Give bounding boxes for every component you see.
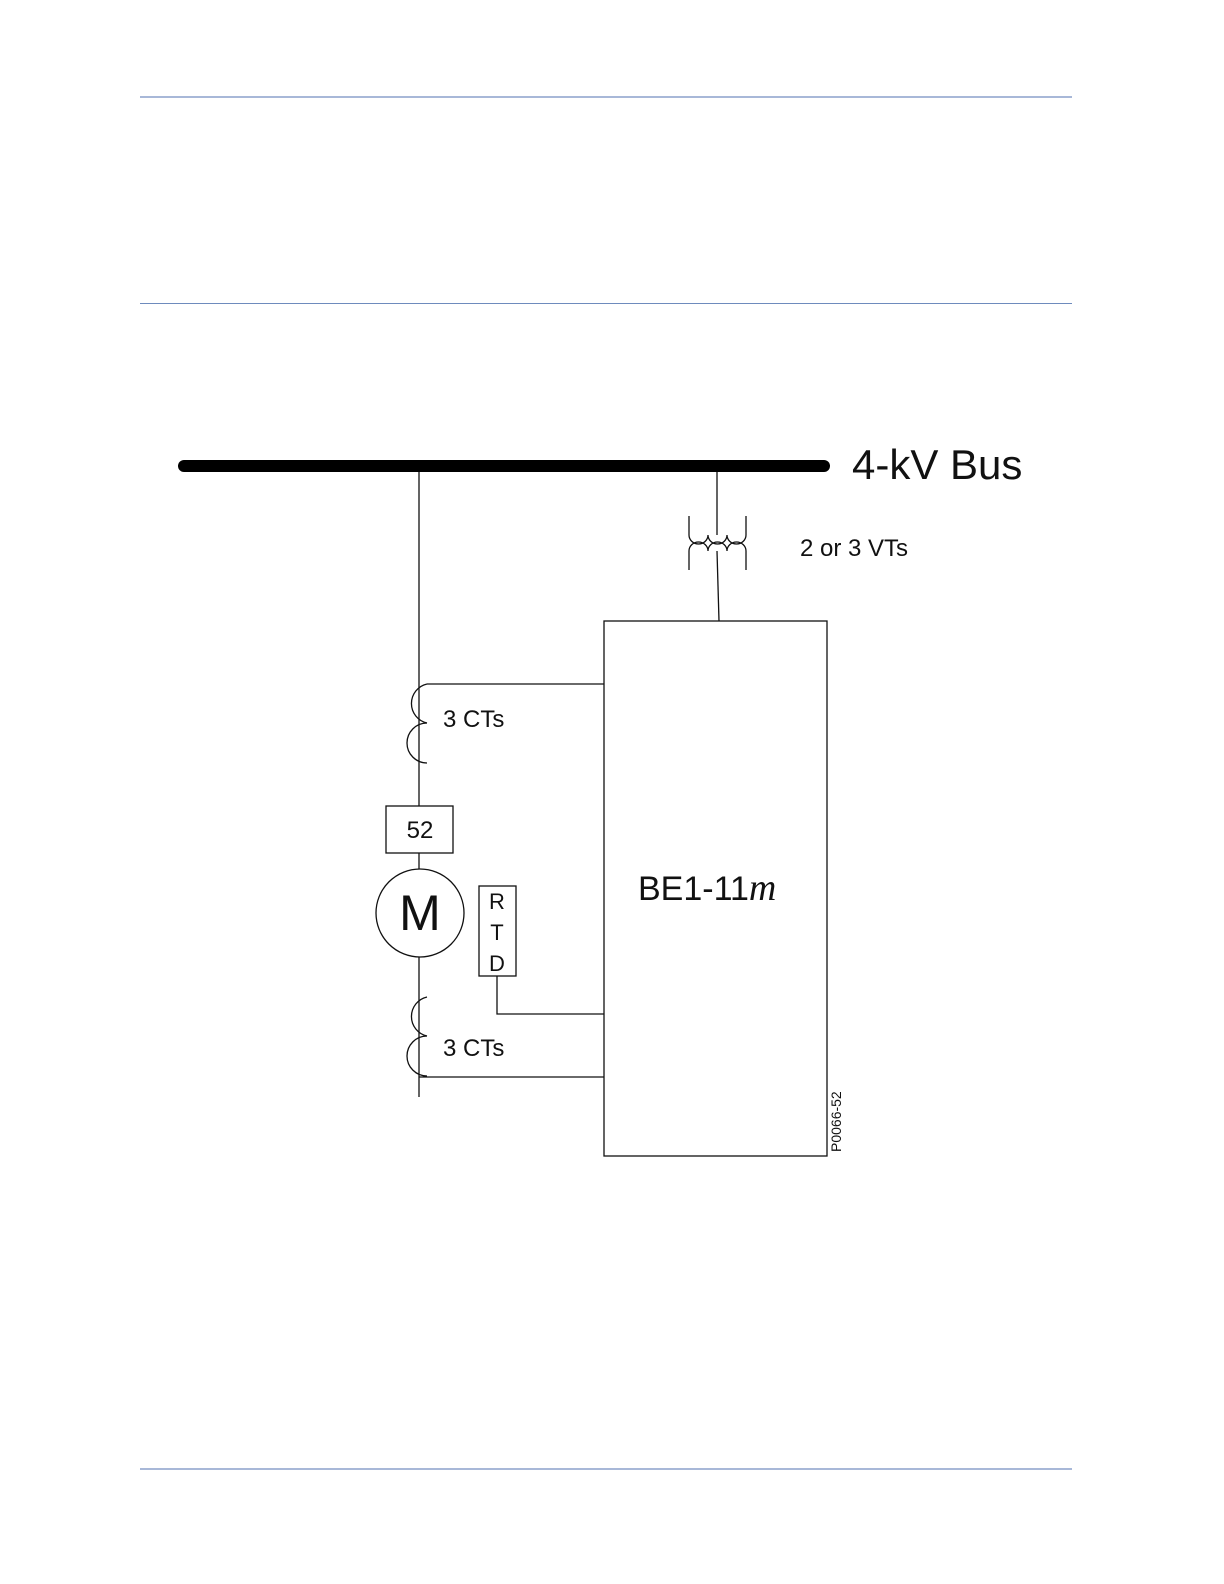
figure-id: P0066-52 — [828, 1091, 844, 1152]
lower-ct-symbol — [407, 997, 604, 1077]
relay-label-main: BE1-11 — [638, 870, 749, 908]
rtd-letter-r: R — [489, 889, 505, 914]
upper-ct-symbol — [407, 684, 604, 763]
rtd-letter-d: D — [489, 951, 505, 976]
bus-label: 4-kV Bus — [852, 441, 1022, 488]
lower-ct-label: 3 CTs — [443, 1035, 504, 1062]
motor-label: M — [399, 885, 441, 941]
vt-symbol — [689, 472, 746, 621]
relay-label-suffix: m — [749, 867, 776, 909]
vt-label: 2 or 3 VTs — [800, 535, 908, 562]
breaker-label: 52 — [407, 817, 434, 844]
upper-ct-label: 3 CTs — [443, 706, 504, 733]
relay-label: BE1-11m — [638, 867, 776, 909]
rtd-wire — [497, 976, 604, 1014]
rtd-letter-t: T — [490, 920, 503, 945]
